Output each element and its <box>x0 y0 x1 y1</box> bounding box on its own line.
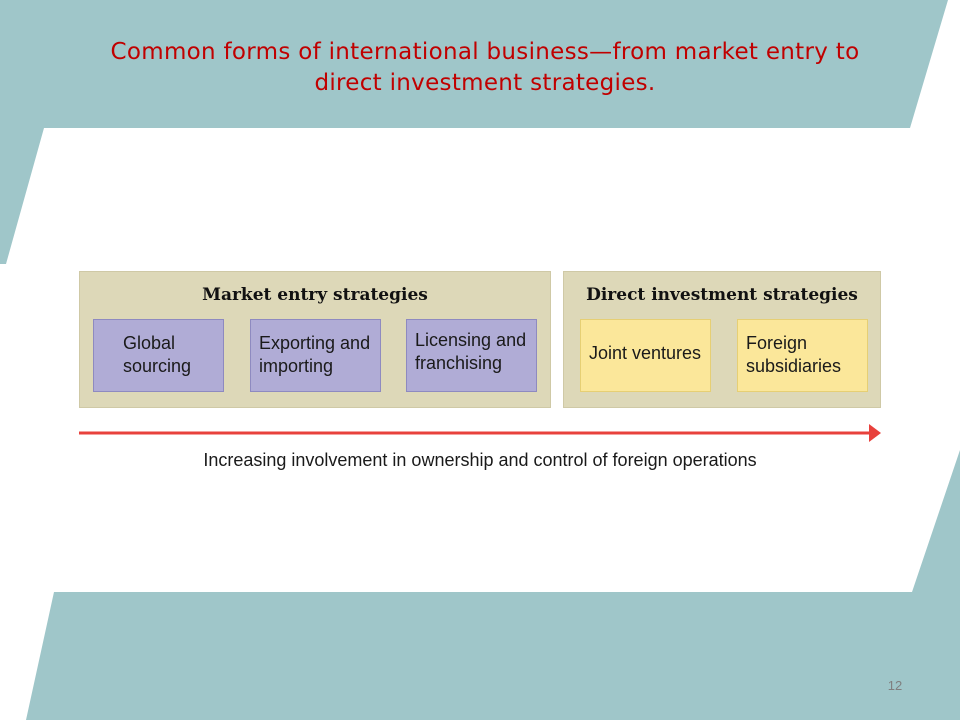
direct-investment-heading: Direct investment strategies <box>586 285 858 305</box>
arrow-head <box>869 424 881 442</box>
involvement-arrow <box>79 424 881 442</box>
bottom-band-shape <box>0 450 960 720</box>
licensing-franchising-box: Licensing and franchising <box>406 319 537 392</box>
slide-title: Common forms of international business—f… <box>110 39 860 96</box>
direct-investment-panel: Direct investment strategies Joint ventu… <box>563 271 881 408</box>
exporting-importing-box: Exporting and importing <box>250 319 381 392</box>
market-entry-panel: Market entry strategies Global sourcing … <box>79 271 551 408</box>
arrow-label: Increasing involvement in ownership and … <box>203 450 757 470</box>
global-sourcing-box: Global sourcing <box>93 319 224 392</box>
foreign-subsidiaries-box: Foreign subsidiaries <box>737 319 868 392</box>
market-entry-heading: Market entry strategies <box>202 285 428 305</box>
top-band-shape <box>0 0 948 264</box>
joint-ventures-box: Joint ventures <box>580 319 711 392</box>
page-number: 12 <box>887 678 903 693</box>
